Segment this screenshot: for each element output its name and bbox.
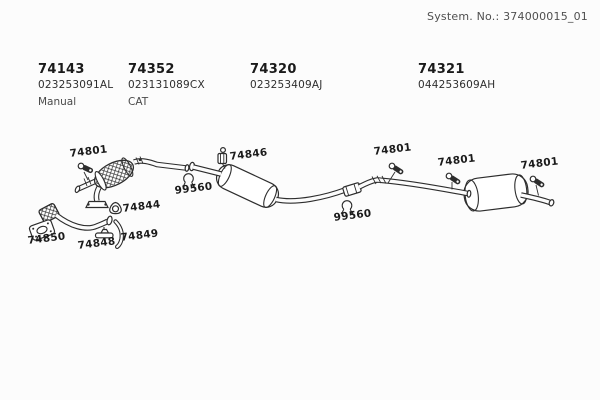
center-muffler-inlet-pipe <box>188 161 222 177</box>
part-number[interactable]: 74143 <box>38 62 85 77</box>
system-number: System. No.: 374000015_01 <box>427 10 588 23</box>
sleeve-joint <box>342 182 362 197</box>
catalytic-converter <box>93 157 135 191</box>
hanger-74801-1 <box>77 160 96 177</box>
part-code: 023253409AJ <box>250 79 323 92</box>
system-number-value: 374000015_01 <box>503 10 588 23</box>
hanger-link <box>83 171 89 181</box>
hanger-74801-2 <box>388 162 405 176</box>
part-number[interactable]: 74352 <box>128 62 175 77</box>
cat-outlet-pipe <box>133 156 190 172</box>
strap-74849 <box>113 219 124 249</box>
part-group: 74143 023253091AL Manual <box>38 62 113 110</box>
hanger-link <box>387 171 396 184</box>
gasket-74844 <box>109 201 122 215</box>
part-group: 74321 044253609AH <box>418 62 495 96</box>
cat-inlet-pipe <box>74 176 98 194</box>
hanger-74801-4 <box>529 175 546 189</box>
rear-muffler <box>463 173 529 212</box>
part-code: 044253609AH <box>418 79 496 92</box>
tail-pipe <box>520 192 555 207</box>
hanger-74801-3 <box>445 172 462 186</box>
hanger-link <box>535 184 539 196</box>
part-group: 74320 023253409AJ <box>250 62 323 96</box>
part-variant: CAT <box>128 96 149 109</box>
front-pipe <box>54 212 113 231</box>
center-muffler <box>215 164 280 208</box>
part-code: 023253091AL <box>38 79 114 92</box>
gasket-74850 <box>28 219 56 241</box>
front-flange <box>38 203 60 223</box>
part-code: 023131089CX <box>128 79 205 92</box>
center-muffler-outlet-pipe <box>275 187 346 204</box>
rear-pipe <box>357 175 472 198</box>
part-number[interactable]: 74320 <box>250 62 297 77</box>
bracket-74848 <box>94 227 114 241</box>
pipe-end-flange <box>106 215 113 226</box>
hanger-74846 <box>217 146 228 169</box>
part-number[interactable]: 74321 <box>418 62 465 77</box>
part-group: 74352 023131089CX CAT <box>128 62 205 110</box>
system-number-label: System. No.: <box>427 10 500 23</box>
downpipe-flange <box>85 200 109 209</box>
part-variant: Manual <box>38 96 77 109</box>
